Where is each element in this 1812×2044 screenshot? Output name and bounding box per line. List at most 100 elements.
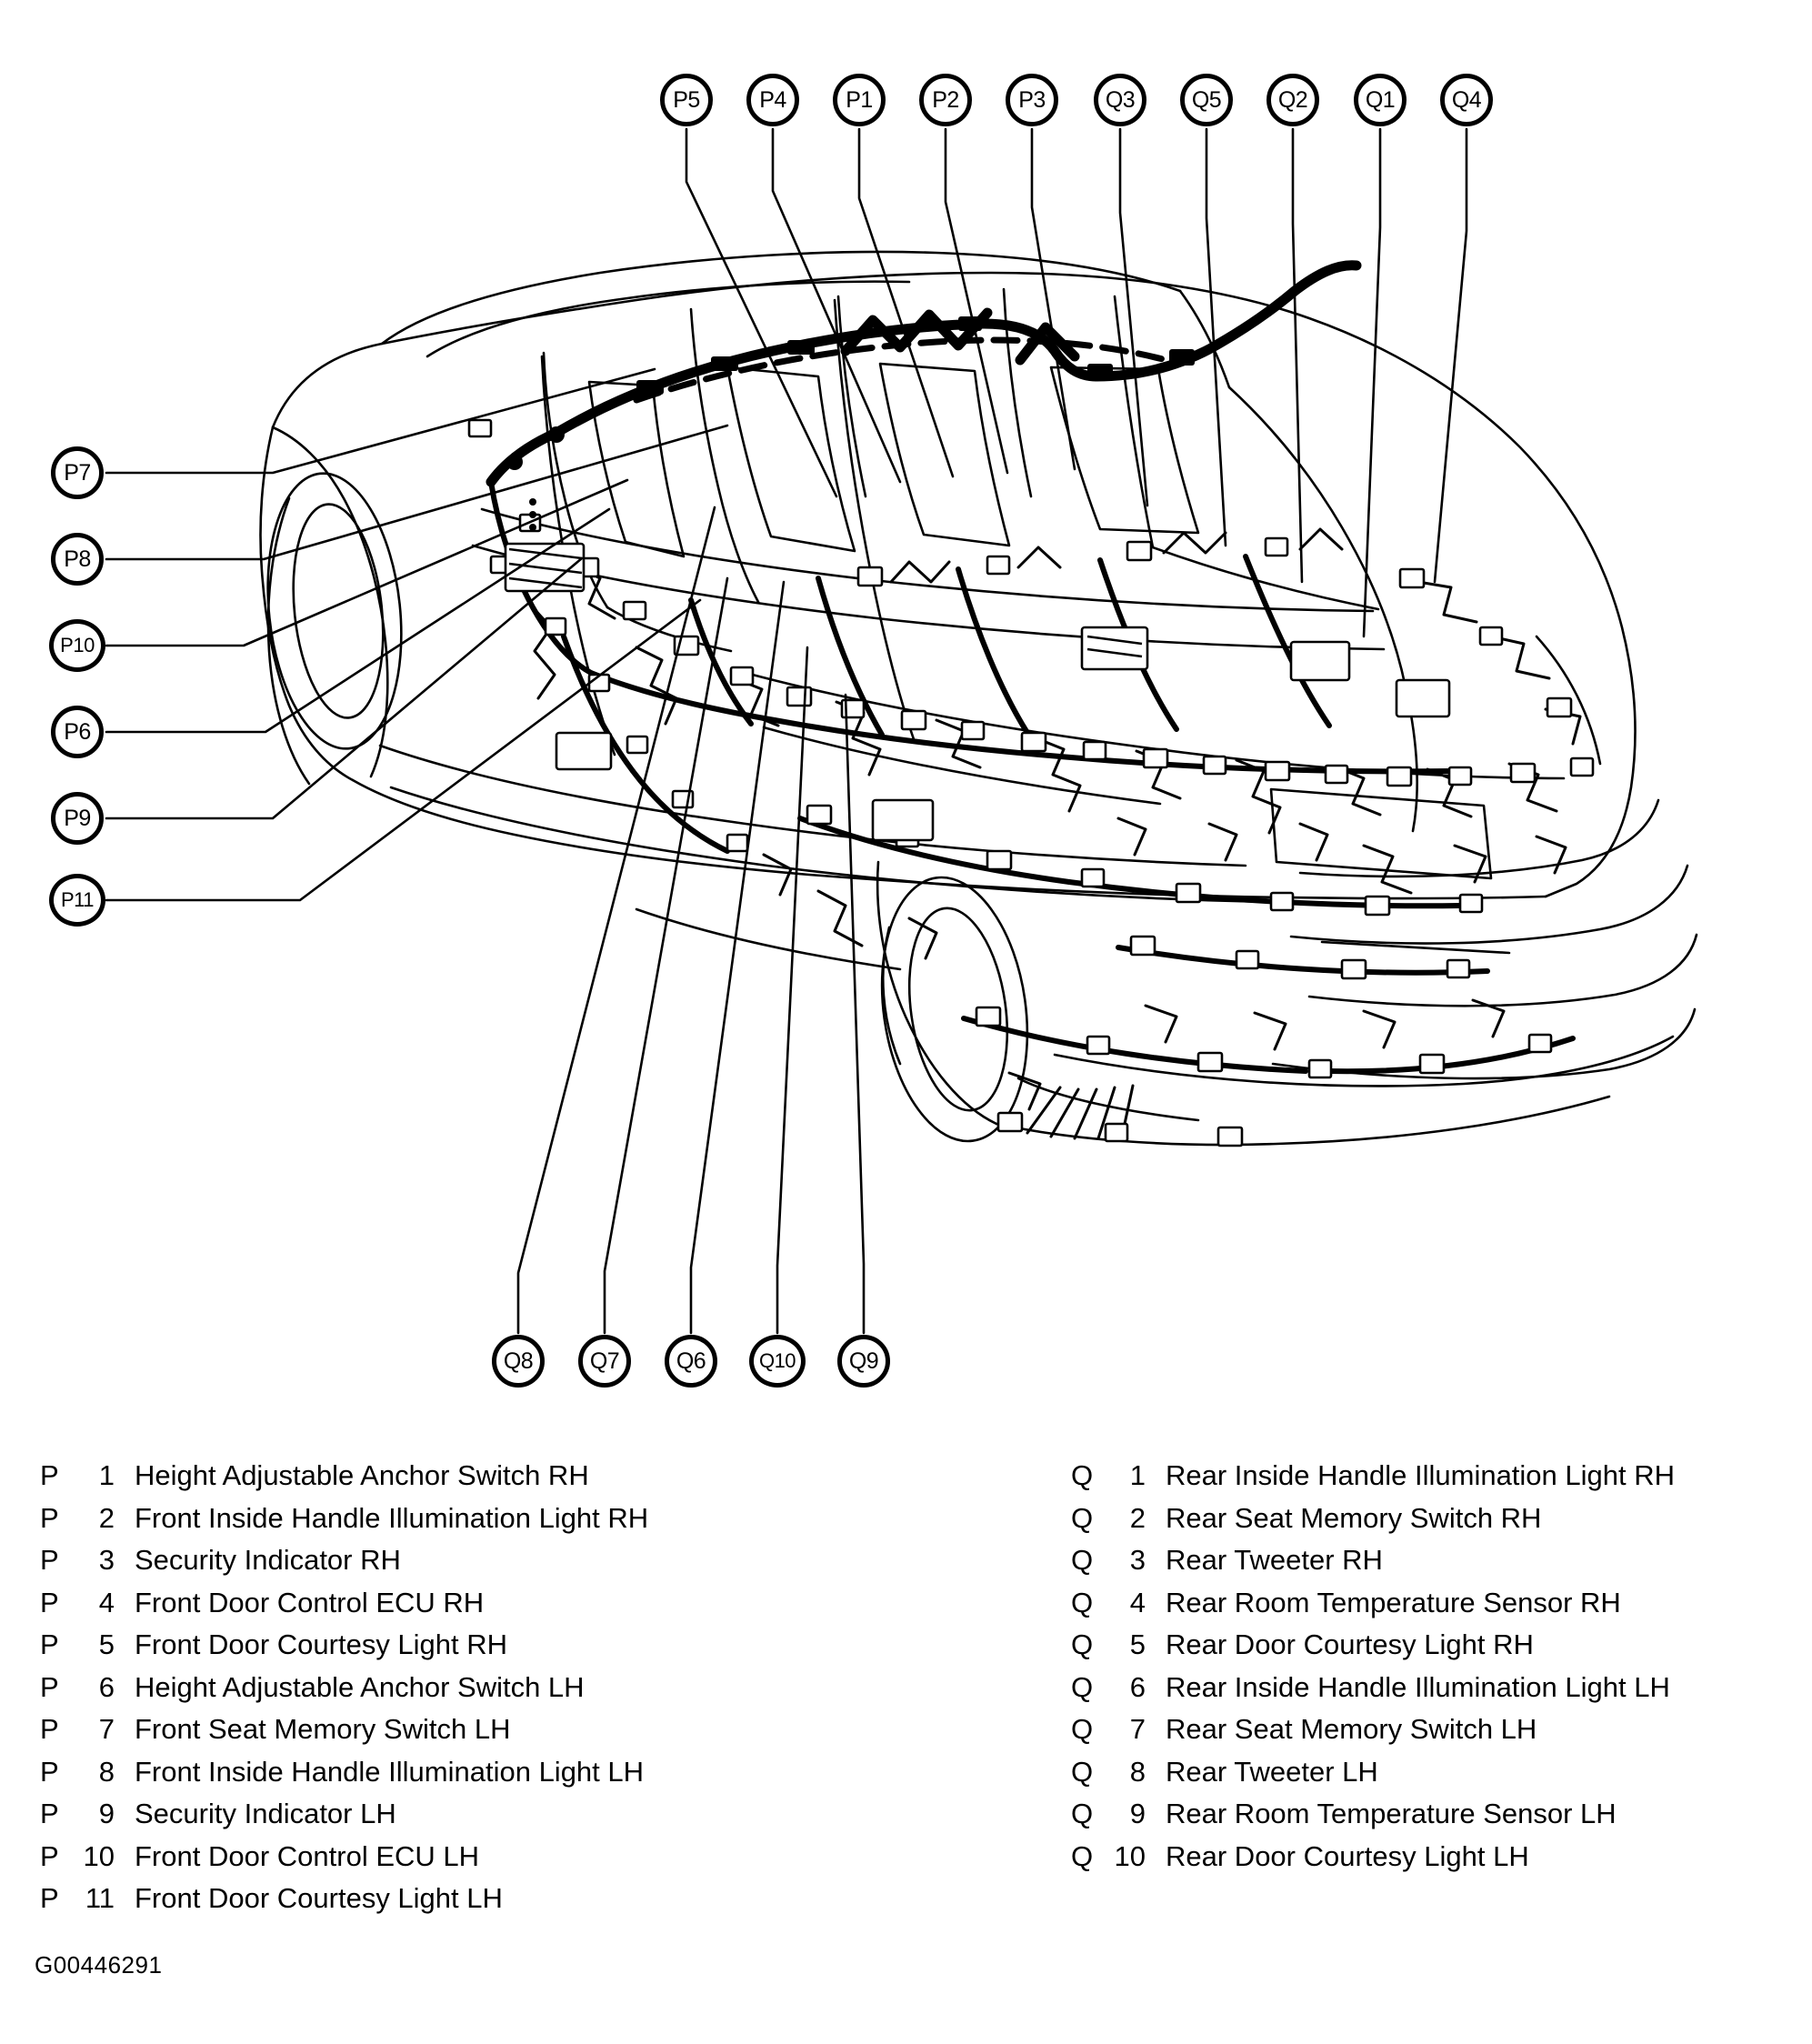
legend-item-p2: P 2 Front Inside Handle Illumination Lig… — [40, 1498, 648, 1540]
legend-label: Front Door Control ECU RH — [135, 1586, 485, 1618]
legend-label: Front Door Courtesy Light RH — [135, 1628, 508, 1660]
leader-p3 — [1030, 127, 1076, 471]
callout-q7[interactable]: Q7 — [578, 1335, 631, 1388]
legend-label: Front Inside Handle Illumination Light L… — [135, 1755, 645, 1788]
legend-label: Front Door Courtesy Light LH — [135, 1882, 503, 1914]
callout-p5[interactable]: P5 — [660, 74, 713, 126]
callout-p2[interactable]: P2 — [919, 74, 972, 126]
legend-label: Front Door Control ECU LH — [135, 1839, 480, 1872]
callout-p4[interactable]: P4 — [746, 74, 799, 126]
leader-p11 — [105, 598, 702, 902]
legend-item-p11: P 11 Front Door Courtesy Light LH — [40, 1878, 648, 1920]
leader-p10 — [105, 478, 629, 647]
legend-item-q2: Q 2 Rear Seat Memory Switch RH — [1071, 1498, 1675, 1540]
callout-q4[interactable]: Q4 — [1440, 74, 1493, 126]
legend-number: 11 — [85, 1882, 115, 1914]
callout-p7[interactable]: P7 — [51, 446, 104, 499]
callout-p11[interactable]: P11 — [49, 874, 105, 927]
leader-q5 — [1205, 127, 1227, 547]
legend-item-p10: P 10 Front Door Control ECU LH — [40, 1836, 648, 1879]
legend-prefix: P — [40, 1670, 59, 1703]
legend-label: Height Adjustable Anchor Switch LH — [135, 1670, 585, 1703]
legend-item-q10: Q 10 Rear Door Courtesy Light LH — [1071, 1836, 1675, 1879]
legend-label: Rear Tweeter LH — [1166, 1755, 1378, 1788]
legend-label: Rear Room Temperature Sensor LH — [1166, 1798, 1617, 1829]
legend-label: Rear Tweeter RH — [1166, 1544, 1383, 1576]
legend-prefix: P — [40, 1713, 59, 1745]
legend-prefix: Q — [1071, 1628, 1094, 1660]
leader-p4 — [771, 127, 902, 484]
legend-number: 1 — [1129, 1459, 1146, 1491]
legend-item-q5: Q 5 Rear Door Courtesy Light RH — [1071, 1624, 1675, 1667]
legend-prefix: P — [40, 1544, 59, 1576]
legend-label: Front Inside Handle Illumination Light R… — [135, 1501, 649, 1534]
legend-item-q1: Q 1 Rear Inside Handle Illumination Ligh… — [1071, 1455, 1675, 1498]
legend-prefix: P — [40, 1628, 59, 1660]
legend-prefix: P — [40, 1755, 59, 1788]
legend-label: Height Adjustable Anchor Switch RH — [135, 1459, 589, 1491]
legend-label: Rear Inside Handle Illumination Light LH — [1166, 1670, 1670, 1703]
legend-item-q6: Q 6 Rear Inside Handle Illumination Ligh… — [1071, 1667, 1675, 1709]
callout-q5[interactable]: Q5 — [1180, 74, 1233, 126]
callout-p10[interactable]: P10 — [49, 619, 105, 672]
leader-q3 — [1118, 127, 1149, 507]
legend-prefix: P — [40, 1586, 59, 1618]
legend-number: 8 — [98, 1755, 115, 1788]
legend-number: 5 — [98, 1628, 115, 1660]
leader-q8 — [516, 506, 716, 1335]
legend-prefix: P — [40, 1501, 59, 1534]
legend-item-q4: Q 4 Rear Room Temperature Sensor RH — [1071, 1582, 1675, 1625]
legend-label: Rear Door Courtesy Light RH — [1166, 1628, 1534, 1660]
legend-number: 9 — [1129, 1798, 1146, 1829]
legend-prefix: Q — [1071, 1544, 1094, 1576]
legend-label: Front Seat Memory Switch LH — [135, 1713, 511, 1745]
leader-q2 — [1291, 127, 1304, 584]
legend-number: 6 — [98, 1670, 115, 1703]
legend-number: 7 — [1129, 1713, 1146, 1745]
leader-q1 — [1362, 127, 1382, 638]
legend-number: 1 — [98, 1459, 115, 1491]
legend-number: 9 — [98, 1798, 115, 1829]
legend-label: Rear Inside Handle Illumination Light RH — [1166, 1459, 1676, 1491]
legend-label: Security Indicator LH — [135, 1798, 396, 1829]
legend-label: Rear Seat Memory Switch LH — [1166, 1713, 1537, 1745]
legend-item-p9: P 9 Security Indicator LH — [40, 1793, 648, 1836]
callout-p9[interactable]: P9 — [51, 792, 104, 845]
leader-p8 — [105, 424, 729, 561]
legend-prefix: Q — [1071, 1459, 1094, 1491]
callout-q8[interactable]: Q8 — [492, 1335, 545, 1388]
leader-p5 — [685, 127, 838, 498]
callout-q6[interactable]: Q6 — [665, 1335, 717, 1388]
leader-q7 — [603, 576, 729, 1335]
legend-item-q9: Q 9 Rear Room Temperature Sensor LH — [1071, 1793, 1675, 1836]
legend-prefix: Q — [1071, 1755, 1094, 1788]
callout-p6[interactable]: P6 — [51, 706, 104, 758]
legend-prefix: P — [40, 1882, 59, 1914]
legend-prefix: Q — [1071, 1501, 1094, 1534]
legend-prefix: Q — [1071, 1798, 1094, 1829]
figure-id-code: G00446291 — [35, 1951, 163, 1979]
legend-number: 5 — [1129, 1628, 1146, 1660]
callout-p1[interactable]: P1 — [833, 74, 886, 126]
legend-prefix: P — [40, 1459, 59, 1491]
callout-q9[interactable]: Q9 — [837, 1335, 890, 1388]
legend-label: Rear Seat Memory Switch RH — [1166, 1501, 1542, 1534]
callout-q3[interactable]: Q3 — [1094, 74, 1146, 126]
callout-p8[interactable]: P8 — [51, 533, 104, 586]
leader-p2 — [944, 127, 1009, 475]
legend-item-q3: Q 3 Rear Tweeter RH — [1071, 1539, 1675, 1582]
leader-p1 — [857, 127, 955, 478]
callout-q2[interactable]: Q2 — [1266, 74, 1319, 126]
legend-label: Rear Room Temperature Sensor RH — [1166, 1586, 1621, 1618]
callout-p3[interactable]: P3 — [1006, 74, 1058, 126]
legend-number: 2 — [98, 1501, 115, 1534]
leader-q6 — [689, 580, 786, 1335]
legend-number: 10 — [1114, 1839, 1146, 1872]
legend-prefix: P — [40, 1839, 59, 1872]
callout-q1[interactable]: Q1 — [1354, 74, 1407, 126]
legend-item-p7: P 7 Front Seat Memory Switch LH — [40, 1708, 648, 1751]
callout-q10[interactable]: Q10 — [749, 1335, 806, 1388]
legend-column-q: Q 1 Rear Inside Handle Illumination Ligh… — [1071, 1455, 1675, 1878]
